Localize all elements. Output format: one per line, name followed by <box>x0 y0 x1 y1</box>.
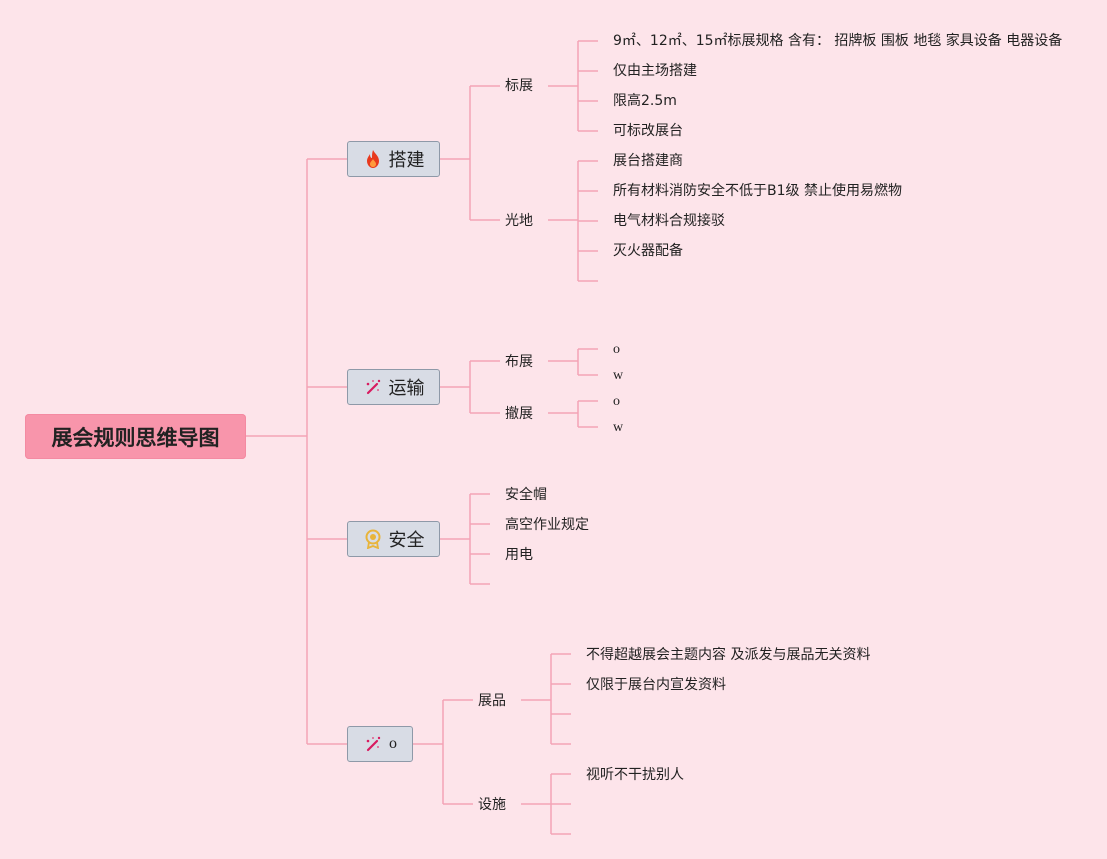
branch-label: o <box>389 735 397 752</box>
sub-topic-teardown[interactable]: 撤展 <box>505 406 533 422</box>
leaf-topic[interactable]: 电气材料合规接驳 <box>613 213 725 229</box>
branch-label: 运输 <box>388 378 425 399</box>
leaf-topic[interactable]: 高空作业规定 <box>505 517 589 533</box>
root-topic[interactable]: 展会规则思维导图 <box>25 414 246 459</box>
branch-build[interactable]: 搭建 <box>347 141 440 177</box>
leaf-topic[interactable]: w <box>613 368 624 383</box>
sub-topic-facilities[interactable]: 设施 <box>478 797 506 813</box>
fire-icon <box>363 149 383 169</box>
leaf-topic[interactable]: 仅由主场搭建 <box>613 63 697 79</box>
leaf-topic[interactable]: 展台搭建商 <box>613 153 683 169</box>
sub-topic-standard-booth[interactable]: 标展 <box>505 78 533 94</box>
leaf-topic[interactable]: 用电 <box>505 547 533 563</box>
leaf-topic[interactable]: 所有材料消防安全不低于B1级 禁止使用易燃物 <box>613 183 902 199</box>
sub-topic-exhibits[interactable]: 展品 <box>478 693 506 709</box>
magic-wand-icon <box>363 377 383 397</box>
leaf-topic[interactable]: 安全帽 <box>505 487 547 503</box>
leaf-topic[interactable]: 灭火器配备 <box>613 243 683 259</box>
branch-label: 搭建 <box>388 150 425 171</box>
leaf-topic[interactable]: 限高2.5m <box>613 93 677 109</box>
leaf-topic[interactable]: 视听不干扰别人 <box>586 767 684 783</box>
leaf-topic[interactable]: o <box>613 342 620 357</box>
leaf-topic[interactable]: 不得超越展会主题内容 及派发与展品无关资料 <box>586 647 871 663</box>
branch-other[interactable]: o <box>347 726 413 762</box>
branch-transport[interactable]: 运输 <box>347 369 440 405</box>
leaf-topic[interactable]: o <box>613 394 620 409</box>
magic-wand-icon <box>363 734 383 754</box>
sub-topic-raw-space[interactable]: 光地 <box>505 213 533 229</box>
leaf-topic[interactable]: w <box>613 420 624 435</box>
leaf-topic[interactable]: 仅限于展台内宣发资料 <box>586 677 726 693</box>
leaf-topic[interactable]: 可标改展台 <box>613 123 683 139</box>
branch-label: 安全 <box>388 530 425 551</box>
branch-safety[interactable]: 安全 <box>347 521 440 557</box>
sub-topic-setup[interactable]: 布展 <box>505 354 533 370</box>
badge-icon <box>363 529 383 549</box>
leaf-topic[interactable]: 9㎡、12㎡、15㎡标展规格 含有： 招牌板 围板 地毯 家具设备 电器设备 <box>613 33 1063 49</box>
